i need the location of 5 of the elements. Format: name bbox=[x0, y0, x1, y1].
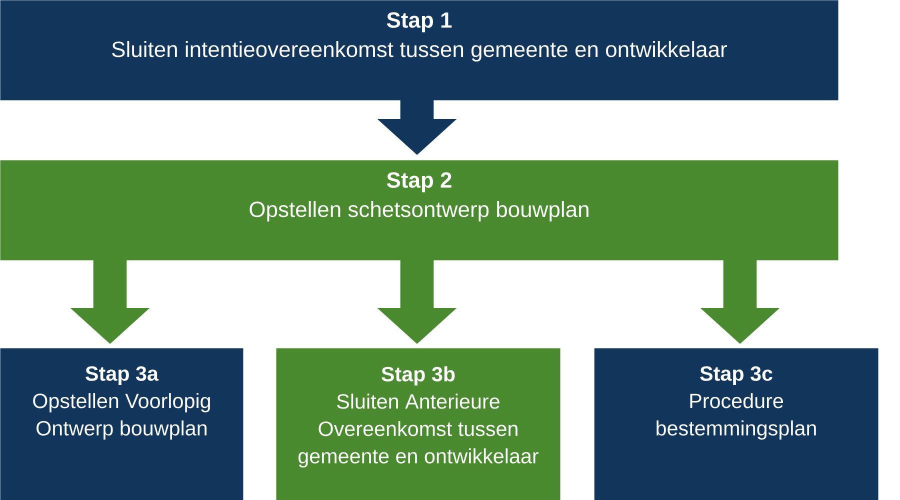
step-box: Stap 3a Opstellen Voorlopig Ontwerp bouwplan bbox=[0, 348, 244, 500]
step-box: Stap 1 Sluiten intentieovereenkomst tussen gemeente en ontwikkelaar bbox=[0, 0, 838, 100]
step-box: Stap 3b Sluiten Anterieure Overeenkomst tussen gemeente en ontwikkelaar bbox=[276, 348, 560, 500]
step-box: Stap 3c Procedure bestemmingsplan bbox=[594, 348, 878, 500]
step-box: Stap 2 Opstellen schetsontwerp bouwplan bbox=[0, 160, 838, 260]
